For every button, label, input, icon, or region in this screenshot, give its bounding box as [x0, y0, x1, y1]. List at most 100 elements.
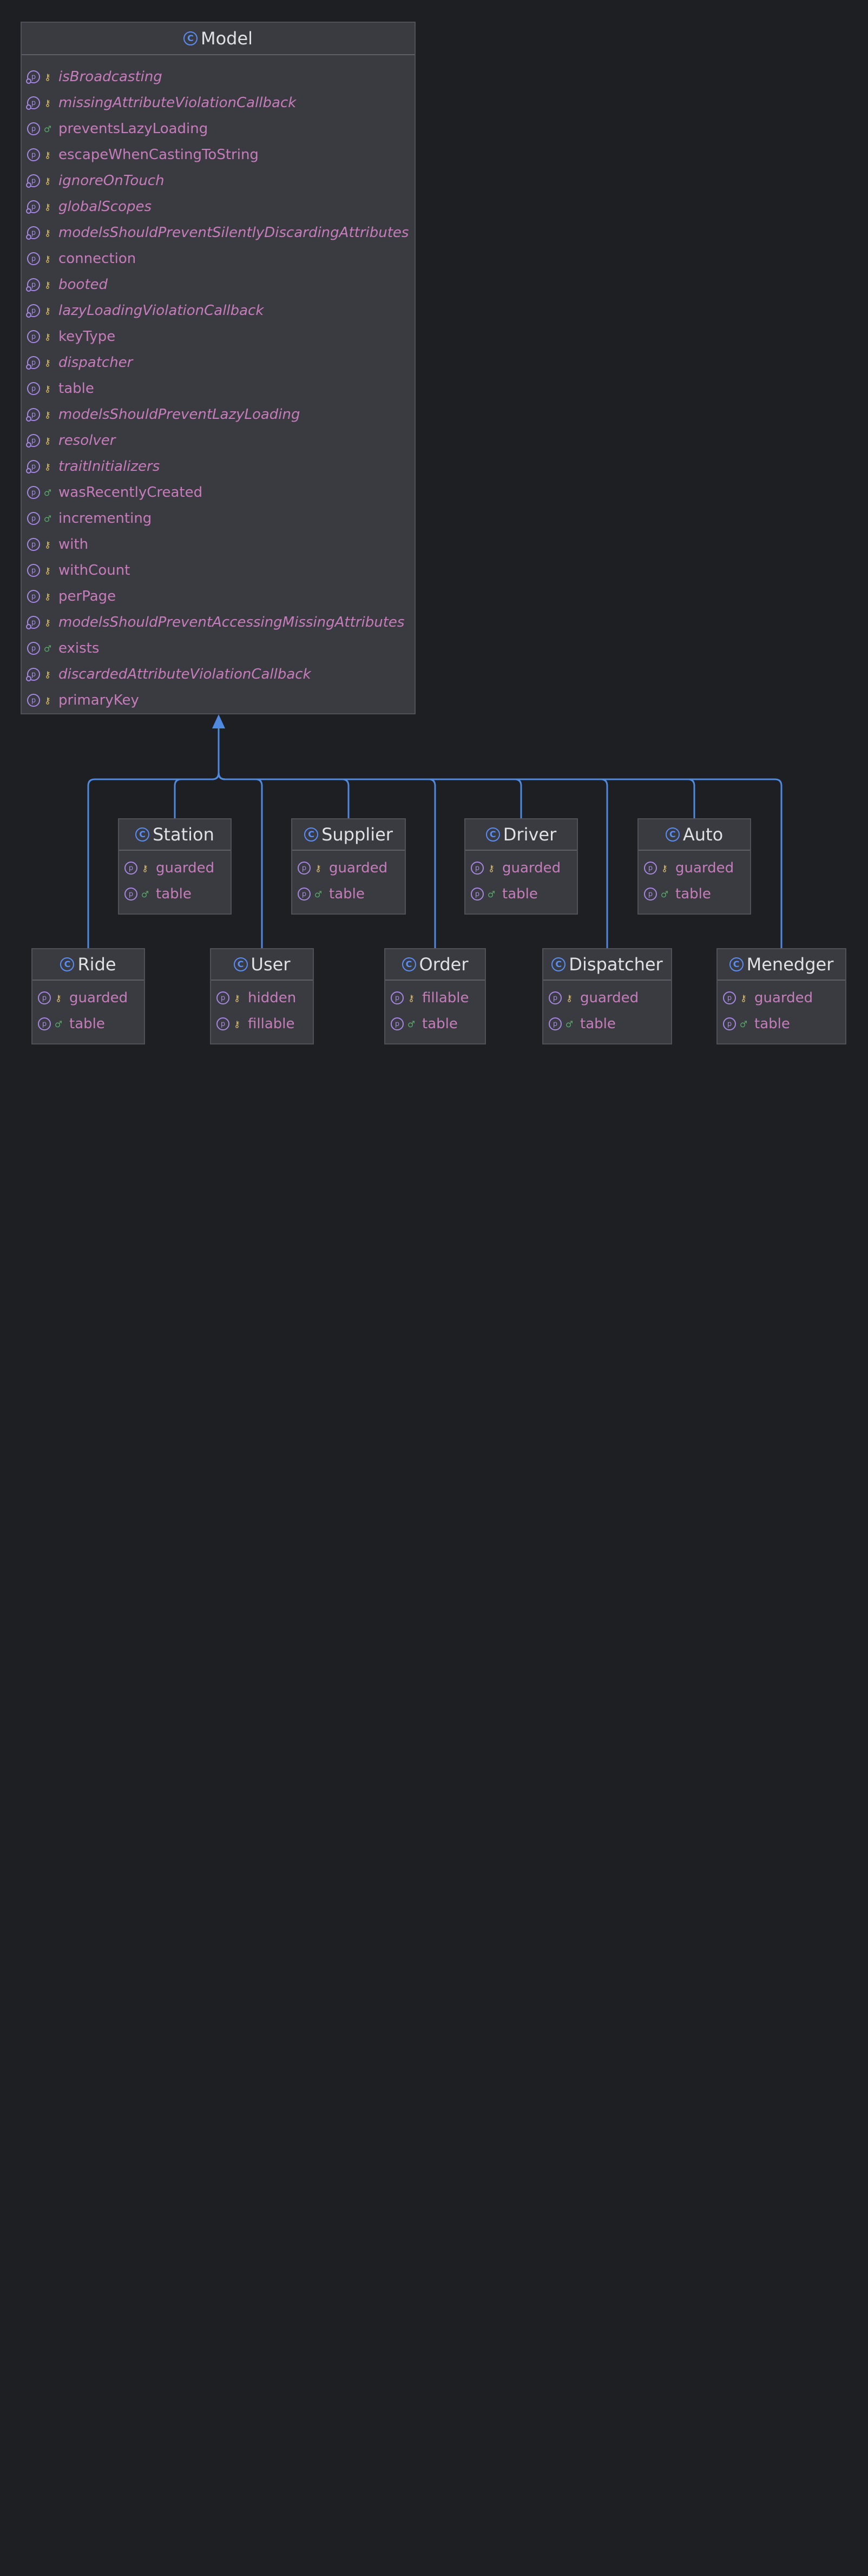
member-name: booted	[58, 277, 108, 293]
property-icon: p	[38, 991, 51, 1004]
member-row[interactable]: p⚷ignoreOnTouch	[22, 168, 415, 194]
member-row[interactable]: p⚷table	[22, 376, 415, 402]
protected-visibility-icon: ⚷	[44, 357, 51, 368]
member-row[interactable]: p⚷modelsShouldPreventSilentlyDiscardingA…	[22, 220, 415, 246]
member-row[interactable]: p⚷missingAttributeViolationCallback	[22, 90, 415, 116]
member-row[interactable]: p⚷modelsShouldPreventLazyLoading	[22, 402, 415, 428]
class-name-user: User	[251, 954, 291, 975]
member-row[interactable]: p⚷guarded	[718, 985, 845, 1011]
member-row[interactable]: p⚷keyType	[22, 324, 415, 350]
protected-visibility-icon: ⚷	[44, 383, 51, 394]
member-row[interactable]: p⚷globalScopes	[22, 194, 415, 220]
class-icon: C	[60, 957, 75, 971]
property-icon: p	[27, 330, 40, 343]
member-row[interactable]: p⚷traitInitializers	[22, 454, 415, 479]
member-row[interactable]: p⚷primaryKey	[22, 687, 415, 713]
class-icon: C	[183, 31, 198, 45]
member-row[interactable]: p⚷discardedAttributeViolationCallback	[22, 661, 415, 687]
member-row[interactable]: p♂preventsLazyLoading	[22, 116, 415, 142]
member-name: discardedAttributeViolationCallback	[58, 666, 311, 682]
property-icon: p	[391, 991, 404, 1004]
member-row[interactable]: p♂table	[718, 1011, 845, 1037]
member-row[interactable]: p⚷lazyLoadingViolationCallback	[22, 298, 415, 324]
member-row[interactable]: p⚷modelsShouldPreventAccessingMissingAtt…	[22, 609, 415, 635]
protected-visibility-icon: ⚷	[740, 993, 747, 1003]
member-row[interactable]: p⚷resolver	[22, 428, 415, 454]
property-icon: p	[26, 200, 40, 214]
member-row[interactable]: p⚷isBroadcasting	[22, 64, 415, 90]
member-name: table	[58, 380, 94, 397]
protected-visibility-icon: ⚷	[234, 993, 240, 1003]
member-row[interactable]: p⚷guarded	[543, 985, 671, 1011]
member-row[interactable]: p♂exists	[22, 635, 415, 661]
property-icon: p	[298, 862, 311, 875]
member-name: isBroadcasting	[58, 69, 162, 85]
member-row[interactable]: p⚷withCount	[22, 557, 415, 583]
member-row[interactable]: p⚷booted	[22, 272, 415, 298]
member-row[interactable]: p⚷guarded	[119, 855, 231, 881]
protected-visibility-icon: ⚷	[488, 863, 495, 873]
member-row[interactable]: p♂wasRecentlyCreated	[22, 479, 415, 505]
member-name: wasRecentlyCreated	[58, 484, 203, 501]
member-row[interactable]: p♂table	[119, 881, 231, 907]
member-row[interactable]: p⚷hidden	[211, 985, 313, 1011]
member-row[interactable]: p⚷guarded	[292, 855, 405, 881]
member-row[interactable]: p⚷fillable	[211, 1011, 313, 1037]
class-name-auto: Auto	[682, 824, 724, 845]
public-visibility-icon: ♂	[487, 889, 496, 899]
member-name: escapeWhenCastingToString	[58, 147, 259, 163]
member-row[interactable]: p⚷guarded	[639, 855, 750, 881]
property-icon: p	[27, 694, 40, 707]
property-icon: p	[26, 668, 40, 681]
member-name: exists	[58, 640, 100, 656]
member-row[interactable]: p⚷guarded	[465, 855, 577, 881]
property-icon: p	[26, 96, 40, 110]
member-row[interactable]: p♂table	[32, 1011, 144, 1037]
member-row[interactable]: p♂table	[292, 881, 405, 907]
property-icon: p	[471, 862, 484, 875]
member-name: preventsLazyLoading	[58, 121, 208, 137]
class-name-model: Model	[200, 28, 253, 49]
property-icon: p	[26, 278, 40, 292]
member-name: fillable	[248, 1016, 295, 1032]
member-row[interactable]: p⚷guarded	[32, 985, 144, 1011]
member-row[interactable]: p♂table	[465, 881, 577, 907]
member-row[interactable]: p⚷dispatcher	[22, 350, 415, 376]
property-icon: p	[549, 991, 562, 1004]
member-row[interactable]: p⚷escapeWhenCastingToString	[22, 142, 415, 168]
property-icon: p	[38, 1017, 51, 1030]
member-name: traitInitializers	[58, 458, 160, 475]
property-icon: p	[27, 148, 40, 161]
member-row[interactable]: p♂table	[639, 881, 750, 907]
member-row[interactable]: p⚷with	[22, 531, 415, 557]
public-visibility-icon: ♂	[43, 487, 52, 498]
property-icon: p	[27, 642, 40, 655]
class-icon: C	[402, 957, 416, 971]
protected-visibility-icon: ⚷	[44, 435, 51, 446]
member-row[interactable]: p♂table	[543, 1011, 671, 1037]
member-row[interactable]: p♂table	[385, 1011, 485, 1037]
member-name: table	[156, 886, 192, 902]
protected-visibility-icon: ⚷	[315, 863, 321, 873]
member-name: table	[422, 1016, 458, 1032]
protected-visibility-icon: ⚷	[44, 305, 51, 316]
member-row[interactable]: p⚷fillable	[385, 985, 485, 1011]
property-icon: p	[26, 356, 40, 370]
member-row[interactable]: p♂incrementing	[22, 505, 415, 531]
class-icon: C	[485, 827, 500, 842]
member-row[interactable]: p⚷connection	[22, 246, 415, 272]
member-row[interactable]: p⚷perPage	[22, 583, 415, 609]
